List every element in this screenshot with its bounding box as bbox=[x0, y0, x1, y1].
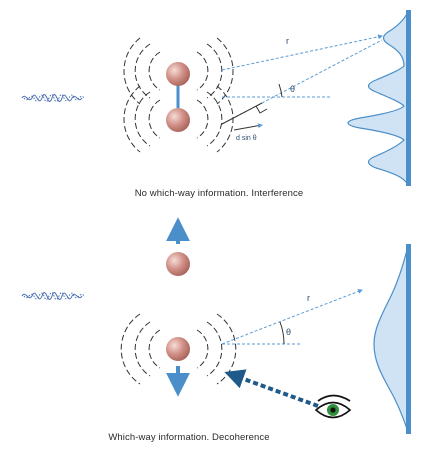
interference-pattern bbox=[347, 11, 409, 186]
observer-eye-icon bbox=[314, 394, 352, 419]
top-panel: r θ d sin θ bbox=[21, 10, 411, 186]
decoherence-pattern bbox=[373, 245, 409, 433]
incoming-wave-packet-bottom-icon bbox=[21, 292, 85, 300]
wavefronts-lower-atom bbox=[123, 85, 234, 153]
photon-to-eye-arrow bbox=[224, 369, 319, 408]
caption-interference: No which-way information. Interference bbox=[134, 188, 304, 199]
label-theta-bottom: θ bbox=[286, 327, 291, 337]
lower-atom bbox=[166, 108, 190, 132]
label-r-bottom: r bbox=[307, 293, 310, 303]
theta-arc-bottom bbox=[279, 321, 285, 345]
screen-top bbox=[406, 10, 411, 186]
label-theta-top: θ bbox=[290, 84, 295, 94]
upper-atom bbox=[166, 62, 190, 86]
label-d-sin-theta: d sin θ bbox=[236, 135, 257, 142]
screen-bottom bbox=[406, 244, 411, 434]
right-angle-mark bbox=[255, 105, 268, 114]
middle-transition bbox=[166, 217, 190, 276]
recoiling-atom bbox=[166, 252, 190, 276]
ray-upper bbox=[221, 34, 383, 71]
incoming-wave-packet-icon bbox=[21, 94, 85, 102]
bottom-panel: r θ bbox=[21, 244, 411, 434]
d-sin-theta-arrow bbox=[233, 123, 263, 131]
label-r-top: r bbox=[286, 36, 289, 46]
caption-decoherence: Which-way information. Decoherence bbox=[108, 432, 270, 443]
scattering-atom bbox=[166, 337, 190, 361]
path-difference-line bbox=[221, 102, 263, 125]
ray-bottom bbox=[221, 289, 363, 345]
theta-arc-top bbox=[278, 83, 283, 98]
